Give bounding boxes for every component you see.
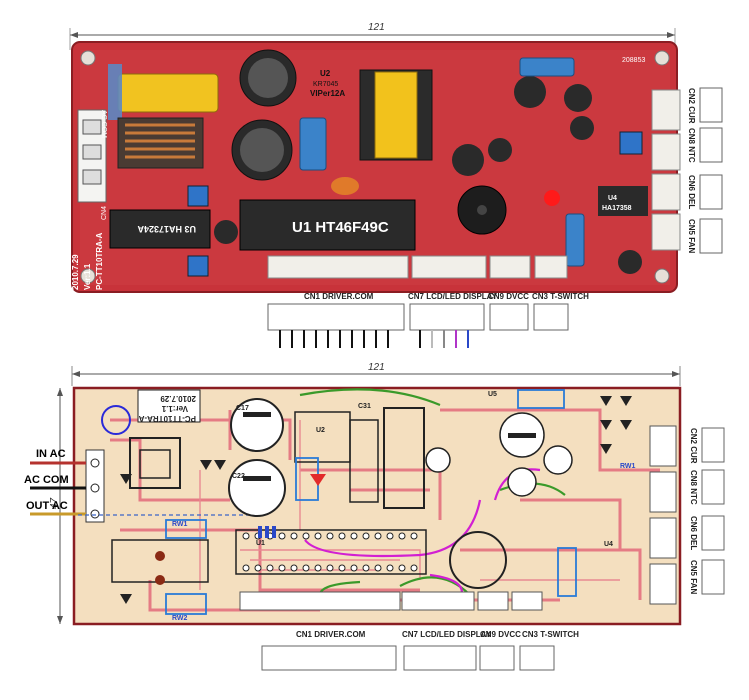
top-u4: U4 bbox=[608, 195, 617, 202]
u4-bottom-label: U4 bbox=[604, 541, 613, 548]
top-cn1-label: CN1 DRIVER.COM bbox=[304, 292, 374, 301]
blue-capacitor-top bbox=[519, 57, 575, 77]
top-width-label: 121 bbox=[368, 22, 385, 33]
bottom-onboard-connectors bbox=[239, 591, 543, 611]
trimmer-1 bbox=[187, 185, 209, 207]
bottom-ver: Ver:1.1 bbox=[161, 404, 188, 413]
u2-label: U2 bbox=[320, 69, 331, 78]
diode-column bbox=[120, 396, 632, 604]
top-side-connector-drawings bbox=[699, 87, 723, 254]
bottom-choke bbox=[129, 437, 181, 489]
bottom-cn8-label: CN8 NTC bbox=[689, 470, 698, 505]
red-diode bbox=[310, 474, 326, 486]
yellow-capacitor bbox=[117, 73, 219, 113]
top-cn4: CN4 bbox=[101, 206, 108, 220]
bottom-cn9-label: CN9 DVCC bbox=[480, 630, 521, 639]
bottom-ac-terminal bbox=[85, 449, 105, 523]
top-bottom-connector-drawings bbox=[267, 303, 569, 331]
u1-bottom-label: U1 bbox=[256, 540, 265, 547]
bottom-date: 2010.7.29 bbox=[160, 394, 196, 403]
red-led bbox=[544, 190, 560, 206]
bottom-cn7-label: CN7 LCD/LED DISPLAY bbox=[402, 630, 492, 639]
top-model: PC-TT10TRA-A bbox=[95, 232, 104, 290]
blue-component bbox=[299, 117, 327, 171]
bottom-external-connectors bbox=[261, 645, 555, 671]
u1-ic-outline bbox=[235, 529, 427, 575]
bottom-cn1-label: CN1 DRIVER.COM bbox=[296, 630, 366, 639]
bottom-pcb bbox=[72, 386, 682, 626]
bottom-cn2-label: CN2 CUR bbox=[689, 428, 698, 464]
bottom-buzzer bbox=[449, 531, 507, 589]
bottom-transformer bbox=[383, 407, 425, 509]
top-u4-name: HA17358 bbox=[602, 205, 632, 212]
top-ver: Ver:1.1 bbox=[83, 263, 92, 290]
top-cn5-label: CN5 FAN bbox=[687, 219, 696, 254]
u4-ic bbox=[598, 186, 648, 216]
c31-label: C31 bbox=[358, 403, 371, 410]
main-ic-u1 bbox=[239, 199, 416, 251]
trimmer-3 bbox=[619, 131, 643, 155]
c22-cap bbox=[228, 459, 286, 517]
top-cn6-label: CN6 DEL bbox=[687, 175, 696, 210]
top-dimension-line bbox=[69, 28, 676, 50]
in-ac-label: IN AC bbox=[36, 448, 66, 460]
c22-label: C22 bbox=[232, 473, 245, 480]
u2-name: VIPer12A bbox=[310, 89, 345, 98]
bottom-onboard-side-connectors bbox=[649, 425, 677, 605]
c17-label: C17 bbox=[236, 405, 249, 412]
u3-label: U3 HA17324A bbox=[137, 224, 196, 234]
rw1-left-label: RW1 bbox=[172, 521, 188, 528]
blue-capacitor-right bbox=[565, 213, 585, 267]
top-cn7-label: CN7 LCD/LED DISPLAY bbox=[408, 292, 498, 301]
board-code: 208853 bbox=[622, 57, 645, 64]
u2-code: KR7045 bbox=[313, 81, 338, 88]
u5-label: U5 bbox=[488, 391, 497, 398]
rw1-right-label: RW1 bbox=[620, 463, 636, 470]
display-wires bbox=[419, 330, 469, 348]
bottom-width-label: 121 bbox=[368, 362, 385, 373]
onboard-connectors bbox=[267, 255, 568, 279]
blue-circle-marker bbox=[101, 405, 131, 435]
u2-bottom-label: U2 bbox=[316, 427, 325, 434]
rw2-label: RW2 bbox=[172, 615, 188, 622]
bottom-cn6-label: CN6 DEL bbox=[689, 516, 698, 551]
onboard-side-connectors bbox=[651, 89, 681, 251]
bottom-cn3-label: CN3 T-SWITCH bbox=[522, 630, 579, 639]
top-board-figure: U2 KR7045 VIPer12A U1 HT46F49C U3 HA1732… bbox=[69, 28, 723, 348]
bottom-external-side-connectors bbox=[701, 427, 725, 595]
driver-wires bbox=[279, 330, 389, 348]
main-ic-label: U1 HT46F49C bbox=[292, 219, 389, 236]
trimmer-2 bbox=[187, 255, 209, 277]
top-cn3-label: CN3 T-SWITCH bbox=[532, 292, 589, 301]
bottom-board-figure: C17 C22 2010.7.29 Ver:1.1 PC-TT10TRA-A U… bbox=[0, 350, 749, 700]
top-ac-com: AC COM bbox=[100, 110, 107, 138]
ac-com-label: AC COM bbox=[24, 474, 69, 486]
top-cn8-label: CN8 NTC bbox=[687, 128, 696, 163]
bottom-dimension-line bbox=[57, 366, 681, 624]
top-cn2-label: CN2 CUR bbox=[687, 88, 696, 124]
top-cn9-label: CN9 DVCC bbox=[488, 292, 529, 301]
out-ac-label: OUT AC bbox=[26, 500, 68, 512]
bottom-cn5-label: CN5 FAN bbox=[689, 560, 698, 595]
bottom-model: PC-TT10TRA-A bbox=[138, 414, 196, 423]
top-date: 2010.7.29 bbox=[71, 254, 80, 290]
u3-ic bbox=[109, 209, 211, 249]
